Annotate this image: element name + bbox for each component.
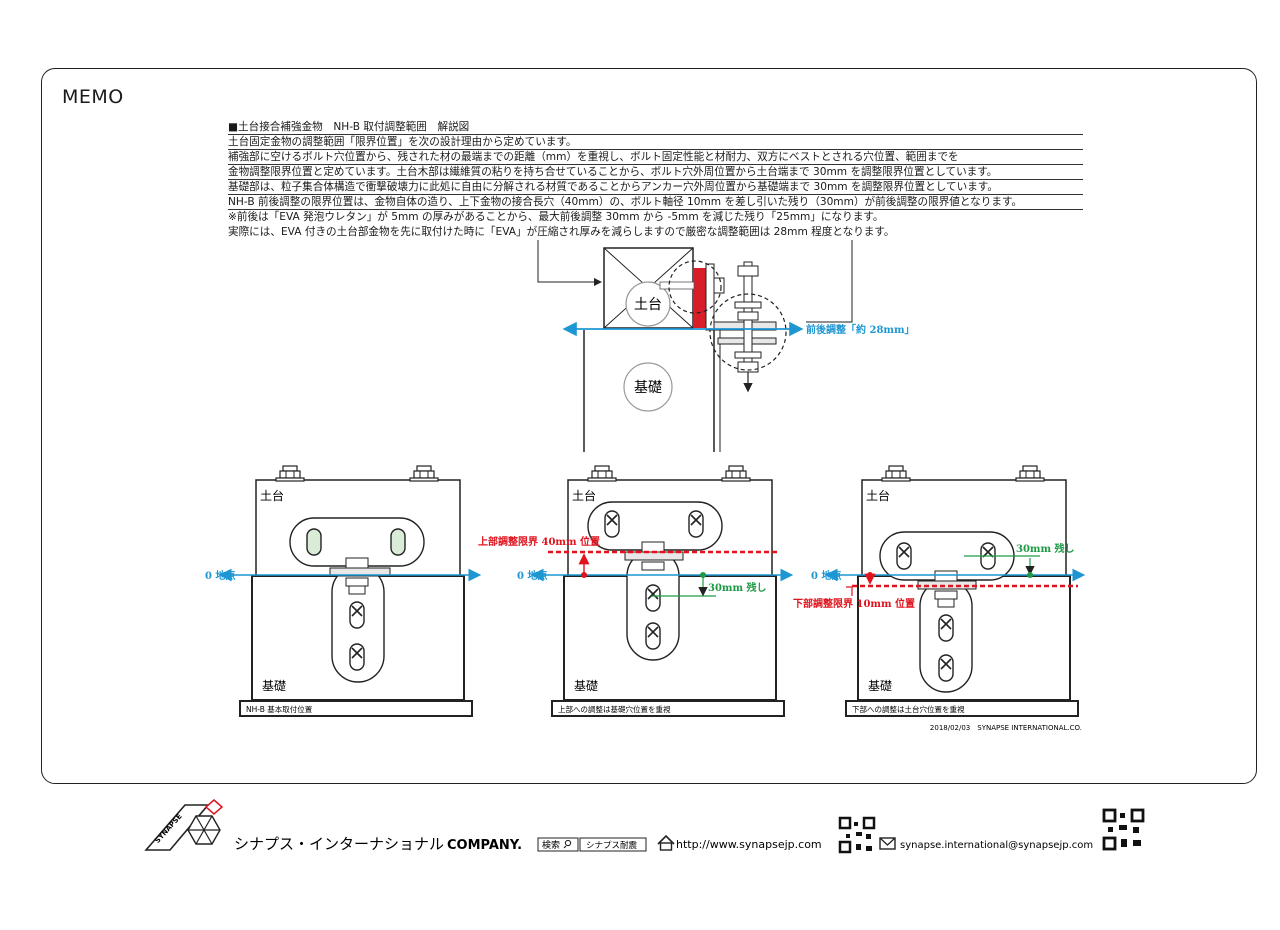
panel-upper-adjust: 土台 基礎 0 地点 上部調整限界 40mm 位置 30mm 残し 上部への調整… [478, 465, 794, 717]
memo-title: MEMO [62, 86, 124, 108]
top-section-diagram: 土台 基礎 前後調整「約 28mm」 [537, 240, 915, 452]
kiso-circle [623, 362, 673, 412]
panel-caption: 上部への調整は基礎穴位置を重視 [558, 704, 671, 714]
panel-caption: NH-B 基本取付位置 [246, 704, 313, 714]
remain-label: 30mm 残し [708, 581, 767, 594]
panel-caption: 下部への調整は土台穴位置を重視 [852, 704, 965, 714]
note-line: 補強部に空けるボルト穴位置から、残された材の最端までの距離（mm）を重視し、ボル… [228, 150, 1083, 165]
adjust-label: 前後調整「約 28mm」 [806, 323, 915, 336]
qr-code-icon [838, 816, 876, 854]
note-line: ※前後は「EVA 発泡ウレタン」が 5mm の厚みがあることから、最大前後調整 … [228, 211, 884, 223]
limit-label: 上部調整限界 40mm 位置 [478, 535, 600, 548]
kiso-label: 基礎 [262, 679, 286, 693]
note-line: 土台固定金物の調整範囲「限界位置」を次の設計理由から定めています。 [228, 135, 1083, 150]
email-link[interactable]: synapse.international@synapsejp.com [900, 840, 1093, 851]
search-term: シナプス耐震 [586, 840, 638, 851]
website-link[interactable]: http://www.synapsejp.com [676, 838, 822, 851]
zero-label: 0 地点 [811, 569, 841, 582]
note-line: 実際には、EVA 付きの土台部金物を先に取付けた時に「EVA」が圧縮され厚みを減… [228, 226, 895, 238]
footer: SYNAPSE シナプス・インターナショナル COMPANY. 検索 シナプス耐… [144, 799, 1145, 854]
search-button-label: 検索 [542, 839, 560, 851]
dodai-label: 土台 [866, 488, 890, 503]
eva-pad [693, 268, 706, 328]
dodai-label: 土台 [260, 488, 284, 503]
note-line: 金物調整限界位置と定めています。土台木部は繊維質の粘りを持ち合せていることから、… [228, 165, 1083, 180]
zero-label: 0 地点 [517, 569, 547, 582]
kiso-label: 基礎 [634, 379, 662, 396]
note-line: 基礎部は、粒子集合体構造で衝撃破壊力に此処に自由に分解される材質であることからア… [228, 180, 1083, 195]
home-icon [657, 834, 675, 851]
search-icon [564, 839, 572, 847]
panel-lower-adjust: 土台 基礎 0 地点 下部調整限界 10mm 位置 30mm 残し 下部への調整… [793, 465, 1086, 717]
dodai-label: 土台 [572, 488, 596, 503]
zero-label: 0 地点 [205, 569, 235, 582]
mail-icon [879, 837, 896, 850]
qr-code-icon [1102, 808, 1145, 851]
company-name-en: COMPANY. [447, 838, 522, 853]
search-box[interactable]: 検索 シナプス耐震 [537, 837, 647, 852]
company-logo: SYNAPSE [144, 799, 224, 851]
explanation-notes: ■土台接合補強金物 NH-B 取付調整範囲 解説図 土台固定金物の調整範囲「限界… [228, 120, 1098, 240]
limit-label: 下部調整限界 10mm 位置 [793, 597, 915, 610]
remain-label: 30mm 残し [1016, 542, 1075, 555]
company-name-jp: シナプス・インターナショナル [234, 835, 444, 853]
dodai-label: 土台 [634, 297, 662, 313]
notes-heading: ■土台接合補強金物 NH-B 取付調整範囲 解説図 [228, 120, 1083, 135]
credit-text: 2018/02/03 SYNAPSE INTERNATIONAL.CO. [930, 724, 1082, 732]
kiso-label: 基礎 [574, 679, 598, 693]
panel-basic-position: 土台 基礎 0 地点 NH-B 基本取付位置 [205, 465, 482, 717]
kiso-label: 基礎 [868, 679, 892, 693]
memo-frame [41, 68, 1257, 784]
note-line: NH-B 前後調整の限界位置は、金物自体の造り、上下金物の接合長穴（40mm）の… [228, 195, 1083, 210]
